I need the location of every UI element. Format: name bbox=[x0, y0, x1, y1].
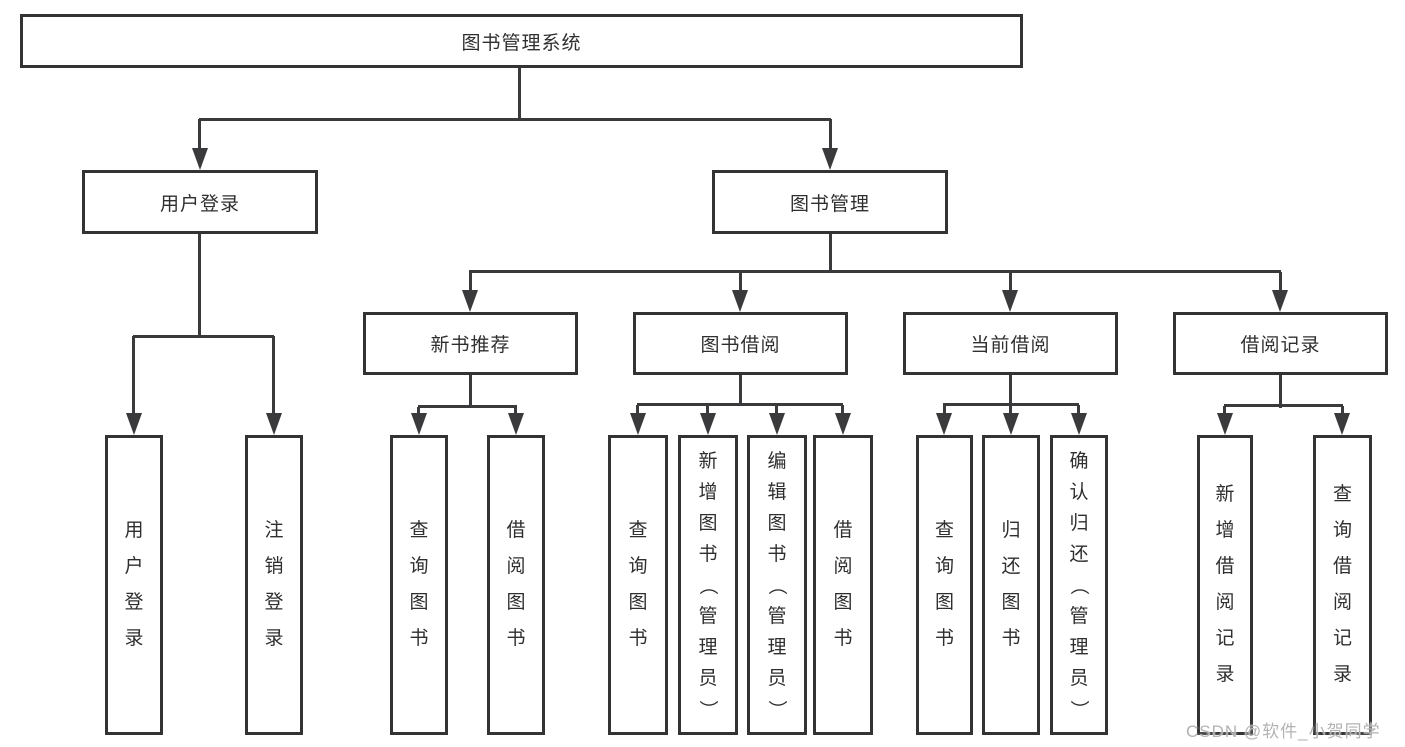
connector-line bbox=[1341, 406, 1344, 415]
connector-line bbox=[469, 270, 1281, 273]
connector-line bbox=[198, 234, 201, 336]
arrow-down-icon bbox=[1002, 290, 1018, 312]
leaf-borrow-books-recommend: 借阅图书 bbox=[487, 435, 545, 735]
connector-line bbox=[132, 336, 135, 414]
node-label: 用户登录 bbox=[159, 193, 240, 215]
connector-line bbox=[943, 405, 946, 415]
connector-line bbox=[1279, 272, 1282, 291]
node-new-book-recommendation: 新书推荐 bbox=[363, 312, 578, 375]
connector-line bbox=[1009, 405, 1012, 415]
arrow-down-icon bbox=[1003, 413, 1019, 435]
arrow-down-icon bbox=[411, 413, 427, 435]
leaf-label: 新增图书（管理员） bbox=[697, 450, 719, 719]
connector-line bbox=[841, 405, 844, 415]
arrow-down-icon bbox=[1272, 290, 1288, 312]
csdn-watermark: CSDN @软件_小贺同学 bbox=[1186, 722, 1381, 741]
connector-line bbox=[829, 119, 832, 149]
connector-line bbox=[417, 407, 420, 415]
leaf-label: 查询图书 bbox=[409, 520, 429, 649]
node-book-borrowing: 图书借阅 bbox=[633, 312, 848, 375]
leaf-label: 用户登录 bbox=[124, 520, 144, 649]
leaf-label: 借阅图书 bbox=[833, 520, 853, 649]
connector-line bbox=[514, 407, 517, 415]
connector-line bbox=[1224, 404, 1343, 407]
leaf-label: 查询借阅记录 bbox=[1332, 484, 1352, 685]
leaf-label: 新增借阅记录 bbox=[1215, 484, 1235, 685]
arrow-down-icon bbox=[508, 413, 524, 435]
node-label: 图书借阅 bbox=[700, 335, 781, 356]
arrow-down-icon bbox=[462, 290, 478, 312]
leaf-confirm-return-admin: 确认归还（管理员） bbox=[1050, 435, 1108, 735]
connector-line bbox=[1077, 405, 1080, 415]
arrow-down-icon bbox=[630, 413, 646, 435]
leaf-logout: 注销登录 bbox=[245, 435, 303, 735]
connector-line bbox=[636, 405, 639, 415]
node-label: 借阅记录 bbox=[1240, 335, 1321, 356]
leaf-search-books-recommend: 查询图书 bbox=[390, 435, 448, 735]
leaf-borrow-books: 借阅图书 bbox=[813, 435, 873, 735]
leaf-search-borrow-record: 查询借阅记录 bbox=[1313, 435, 1372, 735]
arrow-down-icon bbox=[126, 413, 142, 435]
arrow-down-icon bbox=[700, 413, 716, 435]
leaf-label: 借阅图书 bbox=[506, 520, 526, 649]
leaf-label: 编辑图书（管理员） bbox=[766, 450, 788, 719]
node-borrowing-records: 借阅记录 bbox=[1173, 312, 1388, 375]
leaf-label: 归还图书 bbox=[1001, 520, 1021, 649]
connector-line bbox=[199, 118, 831, 121]
node-label: 当前借阅 bbox=[970, 335, 1051, 356]
connector-line bbox=[1279, 375, 1282, 408]
connector-line bbox=[518, 68, 521, 120]
node-label: 图书管理 bbox=[789, 193, 870, 215]
connector-line bbox=[198, 119, 201, 149]
arrow-down-icon bbox=[192, 148, 208, 170]
connector-line bbox=[469, 272, 472, 291]
node-library-management-system: 图书管理系统 bbox=[20, 14, 1023, 68]
node-label: 新书推荐 bbox=[430, 335, 511, 356]
connector-line bbox=[272, 336, 275, 414]
arrow-down-icon bbox=[835, 413, 851, 435]
arrow-down-icon bbox=[266, 413, 282, 435]
arrow-down-icon bbox=[1334, 413, 1350, 435]
node-current-borrowing: 当前借阅 bbox=[903, 312, 1118, 375]
connector-line bbox=[775, 405, 778, 415]
leaf-label: 查询图书 bbox=[934, 520, 954, 649]
leaf-return-books: 归还图书 bbox=[982, 435, 1040, 735]
node-user-login: 用户登录 bbox=[82, 170, 318, 234]
connector-line bbox=[1223, 406, 1226, 415]
arrow-down-icon bbox=[732, 290, 748, 312]
connector-line bbox=[469, 375, 472, 407]
connector-line bbox=[1009, 375, 1012, 405]
arrow-down-icon bbox=[769, 413, 785, 435]
arrow-down-icon bbox=[1217, 413, 1233, 435]
leaf-add-books-admin: 新增图书（管理员） bbox=[678, 435, 738, 735]
arrow-down-icon bbox=[822, 148, 838, 170]
connector-line bbox=[418, 405, 517, 408]
connector-line bbox=[133, 335, 274, 338]
node-book-management: 图书管理 bbox=[712, 170, 948, 234]
leaf-search-books: 查询图书 bbox=[608, 435, 668, 735]
connector-line bbox=[706, 405, 709, 415]
connector-line bbox=[1009, 272, 1012, 291]
connector-line bbox=[637, 403, 843, 406]
node-label: 图书管理系统 bbox=[461, 32, 582, 54]
arrow-down-icon bbox=[936, 413, 952, 435]
arrow-down-icon bbox=[1071, 413, 1087, 435]
leaf-label: 查询图书 bbox=[628, 520, 648, 649]
connector-line bbox=[739, 272, 742, 291]
leaf-search-books-current: 查询图书 bbox=[916, 435, 973, 735]
leaf-edit-books-admin: 编辑图书（管理员） bbox=[747, 435, 807, 735]
leaf-add-borrow-record: 新增借阅记录 bbox=[1197, 435, 1253, 735]
connector-line bbox=[943, 403, 1079, 406]
connector-line bbox=[739, 375, 742, 405]
leaf-user-login: 用户登录 bbox=[105, 435, 163, 735]
connector-line bbox=[829, 234, 832, 272]
leaf-label: 注销登录 bbox=[264, 520, 284, 649]
leaf-label: 确认归还（管理员） bbox=[1068, 450, 1090, 719]
